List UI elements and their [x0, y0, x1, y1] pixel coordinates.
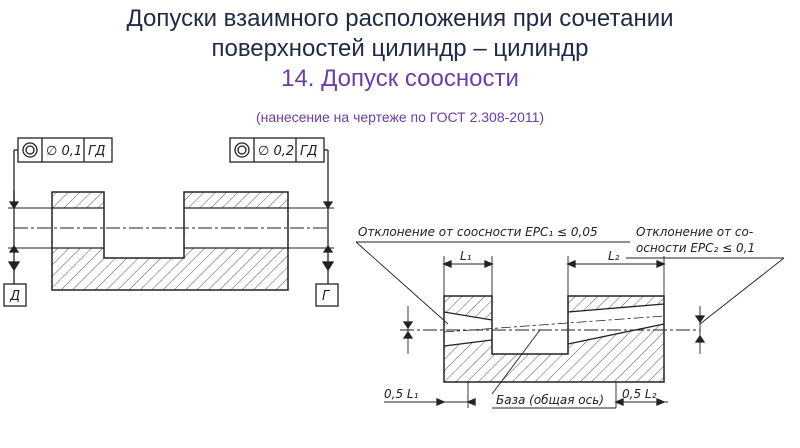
dim-half-l1: 0,5 L₁	[384, 387, 419, 401]
dim-half-l2: 0,5 L₂	[622, 387, 657, 401]
frame-right-value: ∅ 0,2	[258, 144, 294, 159]
datum-left-letter: Д	[9, 289, 20, 304]
base-axis-label: База (общая ось)	[496, 393, 604, 407]
frame-right-datum: ГД	[300, 144, 317, 159]
deviation-2-line-2: осности EPC₂ ≤ 0,1	[636, 241, 755, 255]
datum-box-left	[3, 283, 27, 307]
deviation-2-line-1: Отклонение от со-	[636, 225, 753, 239]
dim-l2: L₂	[608, 249, 620, 263]
subtitle: (нанесение на чертеже по ГОСТ 2.308-2011…	[255, 109, 545, 125]
title-line-2: поверхностей цилиндр – цилиндр	[211, 35, 589, 62]
dim-l1: L₁	[460, 249, 472, 263]
deviation-1-label: Отклонение от соосности EPC₁ ≤ 0,05	[358, 225, 598, 239]
concentricity-icon	[234, 142, 250, 158]
datum-box-right	[315, 283, 339, 307]
title-line-1: Допуски взаимного расположения при сочет…	[126, 5, 674, 32]
left-drawing: ∅ 0,1 ГД ∅ 0,2 ГД	[3, 137, 339, 307]
datum-right-letter: Г	[322, 289, 331, 304]
frame-left-value: ∅ 0,1	[46, 144, 82, 159]
right-drawing	[355, 241, 785, 409]
section-title: 14. Допуск соосности	[281, 65, 519, 92]
frame-left-datum: ГД	[88, 144, 105, 159]
concentricity-icon	[22, 142, 38, 158]
